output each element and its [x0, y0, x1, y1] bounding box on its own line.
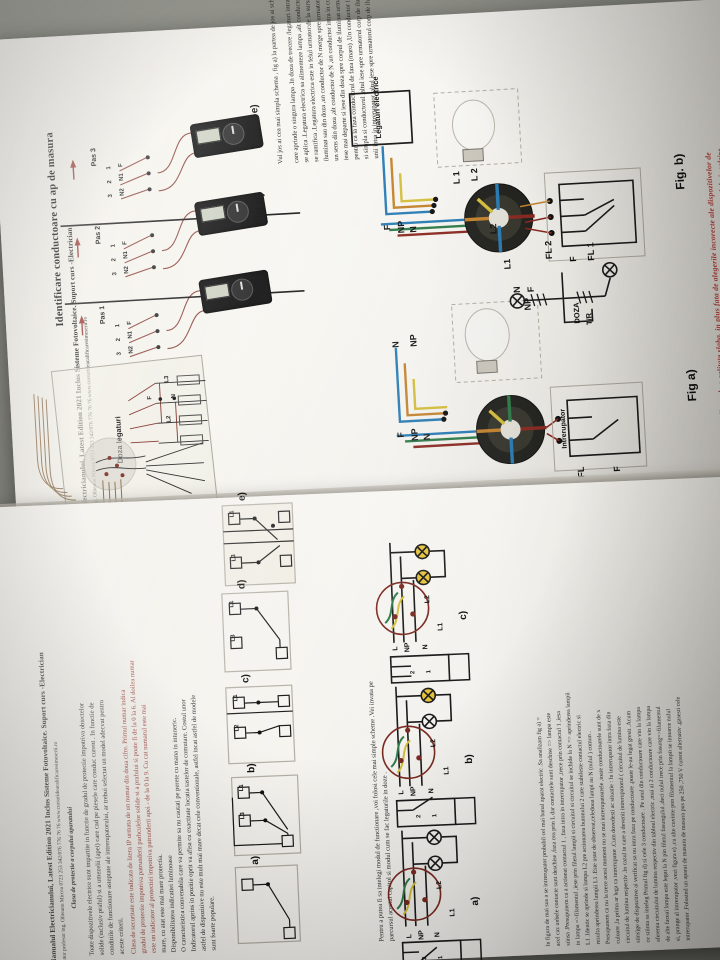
wiring-b-rail-np: NP [410, 786, 418, 797]
fig-b-socket [462, 148, 485, 163]
fig-b-drawing [348, 88, 646, 324]
wiring-b-switch [395, 797, 457, 828]
fig-b-mono-np: NP [522, 297, 533, 311]
wiring-b-contact-1: 1 [432, 813, 439, 818]
wiring-c-contact-2: 2 [410, 670, 417, 675]
fig-b-label-l2: L 2 [468, 168, 480, 182]
manual-page-top: Manualul Electricianului, Latest Edition… [0, 0, 720, 519]
fig-b-label-n: N [408, 225, 419, 233]
fig-b-label-fl1: FL 1 [585, 242, 597, 262]
wiring-a-contact-1: 1 [438, 955, 445, 960]
wiring-b-rail-n: N [428, 788, 436, 794]
fig-b-double-switch-symbol [558, 179, 638, 248]
manual-page-bottom: Manualul Electricianului, Latest Edition… [0, 474, 720, 960]
fig-b-legaturi-label: Legaturi electrice [370, 76, 384, 139]
wiring-fig-label-a: a) [469, 896, 482, 906]
fig-b-mono-l1: L1 [502, 258, 513, 270]
wiring-b-lamp-l2: L2 [430, 738, 438, 748]
wiring-a-rail-n: N [434, 931, 442, 938]
wiring-c-contact-1: 1 [426, 669, 433, 674]
fig-b-bulb [451, 99, 496, 151]
wiring-b-contact-2: 2 [416, 814, 423, 818]
fig-b-label-fl2: FL 2 [543, 240, 555, 260]
wiring-c-rail-np: NP [404, 642, 412, 653]
wiring-c-lamp-l1: L1 [437, 622, 445, 631]
wiring-a-contact-2: 2 [422, 956, 429, 960]
fig-b-mono-f: F [525, 286, 536, 293]
fig-b-label-l1: L 1 [451, 171, 462, 185]
wiring-c-switch [389, 653, 451, 684]
wiring-c-lamp-l2: L2 [424, 595, 432, 604]
wiring-c-rail-n: N [422, 644, 430, 650]
fig-b-mono-l2: L2 [488, 223, 499, 235]
wiring-a-lamp-l1: L1 [449, 908, 457, 917]
wiring-a-lamp-l2: L2 [436, 880, 444, 890]
fig-b-label-f2: F [567, 256, 579, 263]
wiring-fig-label-b: b) [463, 754, 476, 764]
wiring-fig-label-c: c) [457, 610, 470, 621]
wiring-a-rail-np: NP [418, 929, 426, 941]
wiring-b-lamp-l1: L1 [443, 766, 451, 775]
